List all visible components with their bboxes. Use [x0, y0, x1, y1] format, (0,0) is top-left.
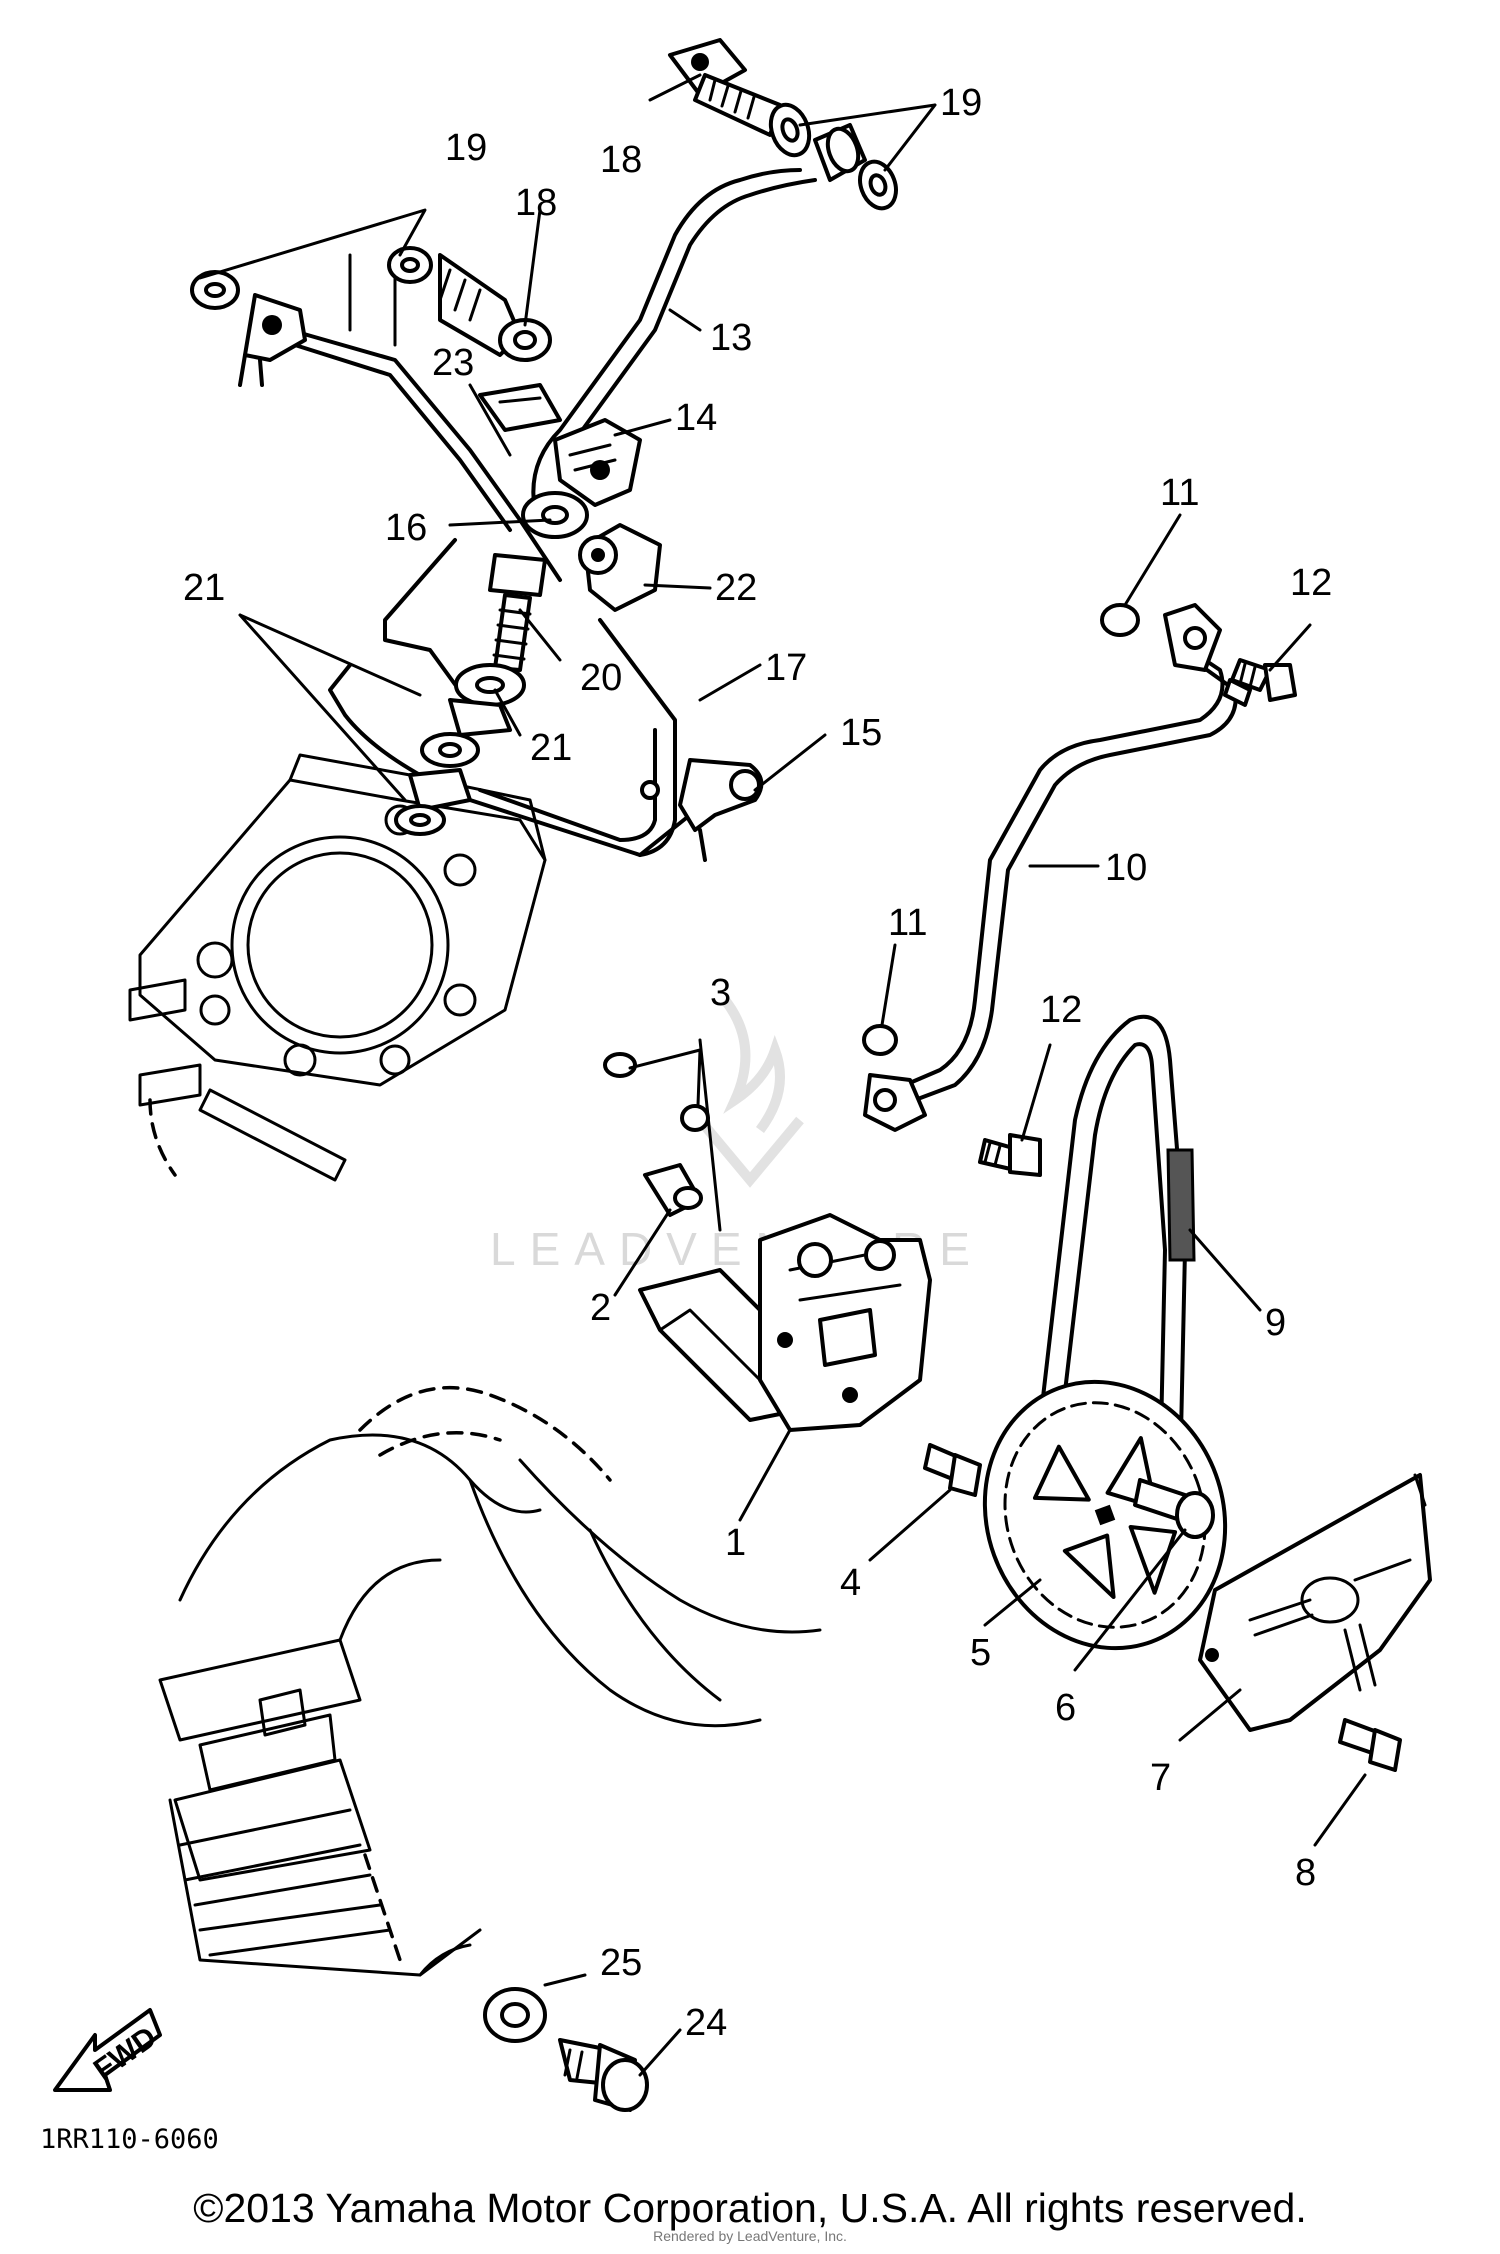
callout-5: 5 [970, 1632, 991, 1674]
bolt-12-upper [1230, 658, 1297, 702]
callout-labels: 19 18 18 19 13 23 14 16 22 21 20 17 21 1… [183, 82, 1332, 2044]
bolt-4 [923, 1443, 982, 1497]
callout-11-lower: 11 [888, 902, 927, 944]
callout-19-left: 19 [445, 127, 487, 169]
washer-25 [483, 1987, 547, 2043]
callout-1: 1 [725, 1522, 746, 1564]
callout-19-right: 19 [940, 82, 982, 124]
callout-20: 20 [580, 657, 622, 699]
callout-23: 23 [432, 342, 474, 384]
o-ring-3-lower [680, 1104, 710, 1132]
washers-19-left [190, 246, 433, 310]
crankcase [158, 1385, 822, 1977]
o-ring-3-upper [603, 1052, 637, 1078]
pipe-fitting-14 [553, 418, 642, 507]
dowel-pin-2 [643, 1163, 703, 1217]
callout-9: 9 [1265, 1302, 1286, 1344]
callout-11-upper: 11 [1160, 472, 1199, 514]
washer-23 [478, 383, 562, 432]
callout-4: 4 [840, 1562, 861, 1604]
callout-22: 22 [715, 567, 757, 609]
bolt-12-lower [978, 1133, 1042, 1177]
union-bolt-18-top [668, 38, 782, 137]
callout-24: 24 [685, 2002, 727, 2044]
sprocket-bolt-6 [1133, 1478, 1215, 1539]
o-ring-11-upper [1100, 603, 1140, 637]
callout-21-left: 21 [183, 567, 225, 609]
callout-13: 13 [710, 317, 752, 359]
union-washer-16 [521, 491, 589, 539]
callout-18-top: 18 [600, 139, 642, 181]
callout-25: 25 [600, 1942, 642, 1984]
diagram-code: 1RR110-6060 [40, 2124, 219, 2155]
pipe-fitting-15 [640, 758, 764, 862]
callout-2: 2 [590, 1287, 611, 1329]
pipe-fitting-left [238, 293, 307, 387]
o-ring-11-lower [862, 1024, 898, 1056]
leader-lines [198, 73, 1367, 2077]
callout-10: 10 [1105, 847, 1147, 889]
pipe-fitting-22 [578, 523, 662, 612]
copyright-notice: ©2013 Yamaha Motor Corporation, U.S.A. A… [193, 2185, 1307, 2231]
callout-21-lower: 21 [530, 727, 572, 769]
oil-pump-1 [638, 1213, 932, 1432]
callout-6: 6 [1055, 1687, 1076, 1729]
callout-18-left: 18 [515, 182, 557, 224]
cover-plate-7 [1198, 1473, 1432, 1732]
forward-arrow: FWD [53, 2008, 163, 2092]
cylinder [128, 753, 547, 1182]
callout-15: 15 [840, 712, 882, 754]
callout-3: 3 [710, 972, 731, 1014]
callout-16: 16 [385, 507, 427, 549]
callout-17: 17 [765, 647, 807, 689]
callout-12-lower: 12 [1040, 989, 1082, 1031]
callout-12-upper: 12 [1290, 562, 1332, 604]
union-bolt-20 [488, 553, 547, 672]
watermark: LEADVENTURE [490, 996, 970, 1275]
washers-19-right [768, 102, 898, 211]
rendered-by-note: Rendered by LeadVenture, Inc. [653, 2228, 847, 2244]
bolt-8 [1338, 1718, 1402, 1772]
callout-14: 14 [675, 397, 717, 439]
callout-8: 8 [1295, 1852, 1316, 1894]
drain-bolt-24 [558, 2038, 649, 2112]
washers-21 [394, 663, 526, 836]
drive-chain-9 [1028, 1014, 1196, 1522]
callout-7: 7 [1150, 1757, 1171, 1799]
oil-pipe-10 [863, 603, 1252, 1132]
